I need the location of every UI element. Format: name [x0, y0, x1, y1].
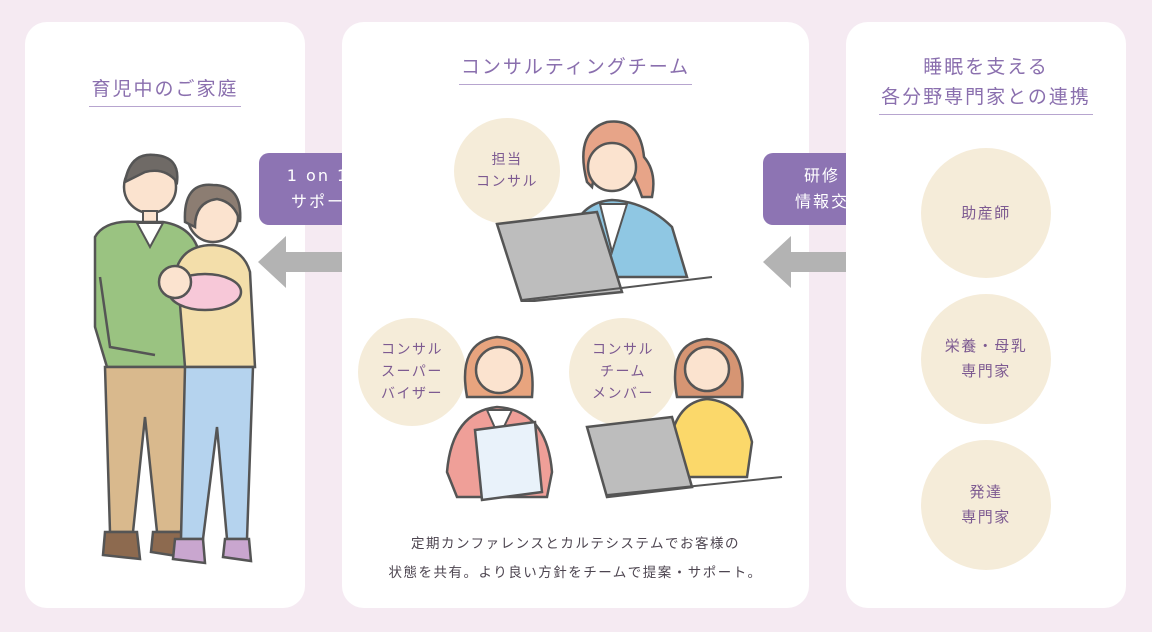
team-caption: 定期カンファレンスとカルテシステムでお客様の 状態を共有。より良い方針をチームで…: [342, 530, 809, 588]
consultant-illustration: [482, 112, 722, 302]
team-panel: コンサルティングチーム 担当 コンサル コンサル スーパー バイザー コンサル …: [342, 22, 809, 608]
family-heading: 育児中のご家庭: [25, 74, 305, 107]
team-heading: コンサルティングチーム: [342, 52, 809, 85]
family-heading-text: 育児中のご家庭: [89, 74, 240, 107]
expert-label-sub: 専門家: [961, 359, 1011, 384]
family-panel: 育児中のご家庭: [25, 22, 305, 608]
member-illustration: [582, 317, 792, 502]
supervisor-role-line3: バイザー: [381, 383, 443, 405]
experts-heading-line2: 各分野専門家との連携: [879, 82, 1093, 115]
supervisor-role-line2: スーパー: [381, 361, 443, 383]
family-illustration: [45, 127, 275, 587]
supervisor-role-line1: コンサル: [381, 339, 443, 361]
team-caption-line1: 定期カンファレンスとカルテシステムでお客様の: [342, 530, 809, 559]
expert-label-sub: 専門家: [961, 505, 1011, 530]
expert-circle-development: 発達 専門家: [921, 440, 1051, 570]
expert-label: 助産師: [961, 201, 1011, 226]
expert-circle-midwife: 助産師: [921, 148, 1051, 278]
expert-label: 発達: [969, 480, 1002, 505]
team-caption-line2: 状態を共有。より良い方針をチームで提案・サポート。: [342, 559, 809, 588]
expert-label: 栄養・母乳: [945, 334, 1028, 359]
experts-heading: 睡眠を支える 各分野専門家との連携: [846, 52, 1126, 115]
expert-circle-nutrition: 栄養・母乳 専門家: [921, 294, 1051, 424]
supervisor-illustration: [437, 312, 567, 507]
experts-panel: 睡眠を支える 各分野専門家との連携 助産師 栄養・母乳 専門家 発達 専門家: [846, 22, 1126, 608]
team-heading-text: コンサルティングチーム: [459, 52, 692, 85]
experts-heading-line1: 睡眠を支える: [846, 52, 1126, 82]
